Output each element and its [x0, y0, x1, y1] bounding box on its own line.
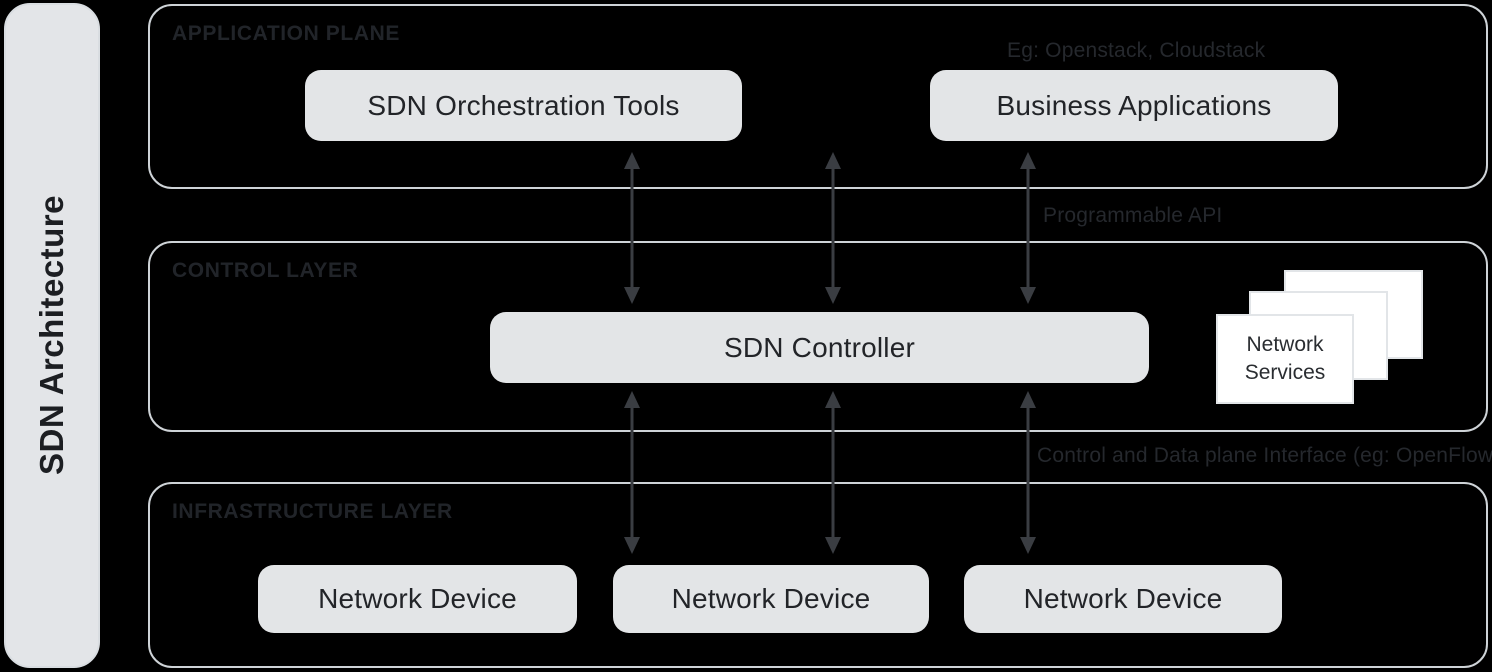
- annotation-app-examples: Eg: Openstack, Cloudstack: [1007, 39, 1266, 62]
- layer-title-infrastructure-layer: INFRASTRUCTURE LAYER: [172, 500, 453, 523]
- double-arrow-icon: [825, 152, 841, 304]
- network-services-label: Network Services: [1244, 333, 1326, 384]
- layer-title-application-plane: APPLICATION PLANE: [172, 22, 400, 45]
- node-business-applications: Business Applications: [930, 70, 1338, 141]
- diagram-title: SDN Architecture: [33, 195, 70, 476]
- double-arrow-icon: [624, 152, 640, 304]
- annotation-control-data-plane-interface: Control and Data plane Interface (eg: Op…: [1037, 444, 1492, 467]
- layer-control-layer: CONTROL LAYER: [148, 241, 1488, 432]
- node-sdn-orchestration-tools: SDN Orchestration Tools: [305, 70, 742, 141]
- double-arrow-icon: [1020, 391, 1036, 554]
- double-arrow-icon: [1020, 152, 1036, 304]
- double-arrow-icon: [825, 391, 841, 554]
- node-network-services: Network Services: [1216, 314, 1354, 404]
- layer-title-control-layer: CONTROL LAYER: [172, 259, 359, 282]
- node-network-device-3: Network Device: [964, 565, 1282, 633]
- node-sdn-controller: SDN Controller: [490, 312, 1149, 383]
- layer-application-plane: APPLICATION PLANE: [148, 4, 1488, 189]
- node-network-device-1: Network Device: [258, 565, 577, 633]
- node-network-device-2: Network Device: [613, 565, 929, 633]
- annotation-programmable-api: Programmable API: [1043, 204, 1223, 227]
- layer-infrastructure-layer: INFRASTRUCTURE LAYER: [148, 482, 1488, 668]
- double-arrow-icon: [624, 391, 640, 554]
- diagram-title-bar: SDN Architecture: [4, 3, 100, 668]
